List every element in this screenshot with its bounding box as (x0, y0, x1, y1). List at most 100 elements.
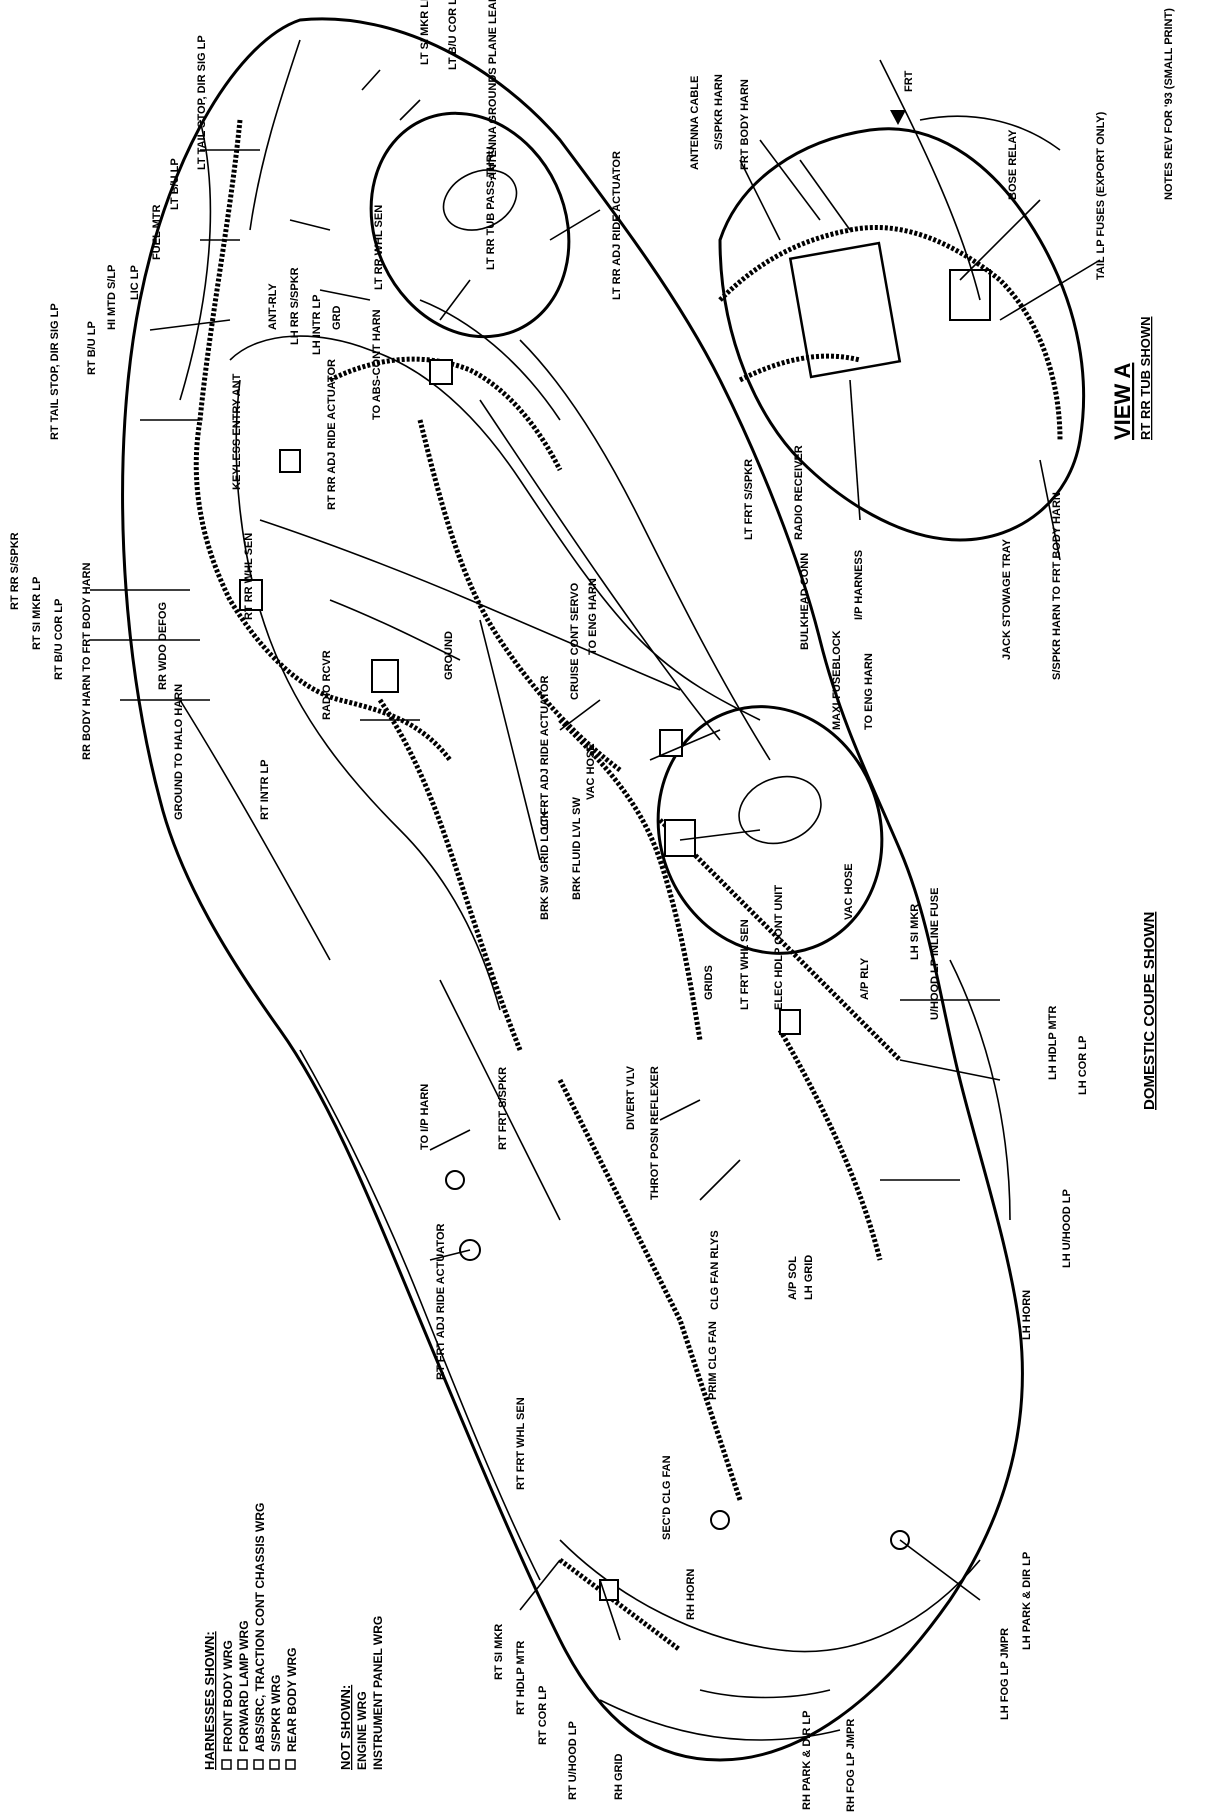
legend-shown-item: ABS/SRC, TRACTION CONT CHASSIS WRG (253, 1503, 267, 1752)
label-sspkr-harn: S/SPKR HARN (713, 74, 725, 150)
label-rt-bu-cor-lp: RT B/U COR LP (53, 599, 65, 680)
label-lh-grid: LH GRID (803, 1255, 815, 1300)
label-cruise-cont: CRUISE CONT SERVO (569, 582, 581, 700)
label-lt-si-mkr-lp: LT SI MKR LP (419, 0, 431, 65)
label-antenna-cable: ANTENNA CABLE (689, 76, 701, 170)
car-body-outline (121, 17, 1024, 1762)
connectors (239, 359, 910, 1601)
label-rt-rr-whl-sen: RT RR WHL SEN (243, 533, 255, 620)
label-divert-vlv: DIVERT VLV (625, 1065, 637, 1130)
label-lt-bu-cor-lp: LT B/U COR LP (447, 0, 459, 70)
label-brk-sw: BRK SW GRID LOCK (539, 811, 551, 920)
checkbox-icon (285, 1759, 296, 1770)
label-lh-intr-lp: LH INTR LP (311, 295, 323, 356)
label-to-ip-harn: TO I/P HARN (419, 1084, 431, 1150)
callout-labels: LT SI MKR LP LT B/U COR LP ANTENNA GROUN… (9, 0, 1107, 1812)
label-lt-frt-sspkr: LT FRT S/SPKR (743, 459, 755, 540)
label-fuel-mtr: FUEL MTR (151, 205, 163, 260)
harness-legend: HARNESSES SHOWN: FRONT BODY WRG FORWARD … (202, 1503, 385, 1770)
label-rr-body-harn: RR BODY HARN TO FRT BODY HARN (81, 563, 93, 760)
frt-label: FRT (903, 70, 915, 92)
label-bulkhead: BULKHEAD CONN (799, 553, 811, 650)
label-lic-lp: LIC LP (129, 265, 141, 300)
label-rt-rr-adj: RT RR ADJ RIDE ACTUATOR (326, 359, 338, 510)
legend-item: FRONT BODY WRG (221, 1640, 235, 1770)
label-ip-harness: I/P HARNESS (853, 550, 865, 620)
label-ground-halo: GROUND TO HALO HARN (173, 684, 185, 820)
label-ap-rly: A/P RLY (859, 957, 871, 1000)
label-lh-uhood-lp: LH U/HOOD LP (1061, 1189, 1073, 1268)
label-rt-hdlp-mtr: RT HDLP MTR (515, 1641, 527, 1715)
label-lh-fog: LH FOG LP JMPR (999, 1628, 1011, 1720)
checkbox-icon (269, 1759, 280, 1770)
diagram-caption: DOMESTIC COUPE SHOWN (1141, 912, 1158, 1110)
label-grd: GRD (331, 306, 343, 331)
label-rt-intr-lp: RT INTR LP (259, 760, 271, 821)
label-lh-park: LH PARK & DIR LP (1021, 1552, 1033, 1650)
label-tail-lp-fuses: TAIL LP FUSES (EXPORT ONLY) (1095, 111, 1107, 280)
label-vac-hose-2: VAC HOSE (843, 863, 855, 920)
label-clg-fan-rlys: CLG FAN RLYS (709, 1230, 721, 1310)
label-uhood-inline: U/HOOD LP INLINE FUSE (929, 888, 941, 1020)
label-rr-wdo-defog: RR WDO DEFOG (157, 602, 169, 690)
label-lt-tail-stop: LT TAIL STOP, DIR SIG LP (196, 35, 208, 170)
label-radio-receiver: RADIO RECEIVER (793, 445, 805, 540)
legend-shown-item: FORWARD LAMP WRG (237, 1620, 251, 1752)
label-rt-bu-lp: RT B/U LP (86, 321, 98, 375)
rear-tub (369, 111, 571, 339)
label-secd-clg-fan: SEC'D CLG FAN (661, 1455, 673, 1540)
label-keyless: KEYLESS ENTRY ANT (231, 373, 243, 490)
label-lt-frt-whl-sen: LT FRT WHL SEN (739, 919, 751, 1010)
legend-not-shown-item: INSTRUMENT PANEL WRG (371, 1616, 385, 1770)
checkbox-icon (253, 1759, 264, 1770)
legend-item: REAR BODY WRG (285, 1648, 299, 1770)
label-to-eng-harn-2: TO ENG HARN (863, 653, 875, 730)
front-arrow-icon: FRT (890, 70, 915, 125)
legend-shown-title: HARNESSES SHOWN: (202, 1631, 217, 1770)
legend-item: S/SPKR WRG (269, 1675, 283, 1770)
label-sspkr-to-frt: S/SPKR HARN TO FRT BODY HARN (1051, 492, 1063, 680)
label-lh-cor-lp: LH COR LP (1077, 1036, 1089, 1095)
label-lt-frt-adj: LT FRT ADJ RIDE ACTUATOR (539, 676, 551, 830)
label-antenna-grounds: ANTENNA GROUNDS PLANE LEADS (487, 0, 499, 180)
view-a-heading: VIEW A (1110, 362, 1135, 440)
front-tire (656, 705, 884, 955)
label-rt-rr-sspkr: RT RR S/SPKR (9, 532, 21, 610)
label-lh-horn: LH HORN (1021, 1290, 1033, 1340)
label-lt-bu-lp: LT B/U LP (169, 158, 181, 210)
label-lh-rr-sspkr: LH RR S/SPKR (289, 267, 301, 345)
label-ground: GROUND (443, 631, 455, 680)
label-lh-si-mkr: LH SI MKR (909, 904, 921, 960)
label-grids: GRIDS (703, 965, 715, 1000)
label-vac-hose-1: VAC HOSE (585, 743, 597, 800)
legend-shown-item: S/SPKR WRG (269, 1675, 283, 1752)
legend-shown-item: REAR BODY WRG (285, 1648, 299, 1752)
view-a-subtitle: RT RR TUB SHOWN (1138, 317, 1153, 441)
label-lt-rr-adj: LT RR ADJ RIDE ACTUATOR (611, 151, 623, 300)
label-rt-frt-adj: RT FRT ADJ RIDE ACTUATOR (435, 1224, 447, 1380)
label-rt-frt-whl-sen: RT FRT WHL SEN (515, 1397, 527, 1490)
leader-lines (90, 69, 1101, 1641)
label-rt-cor-lp: RT COR LP (537, 1686, 549, 1745)
label-rt-si-mkr: RT SI MKR (493, 1624, 505, 1680)
harness-routing (193, 119, 902, 1652)
label-rh-park: RH PARK & DIR LP (801, 1711, 813, 1810)
label-bose-relay: BOSE RELAY (1007, 129, 1019, 200)
label-rh-fog: RH FOG LP JMPR (845, 1719, 857, 1812)
legend-not-shown-title: NOT SHOWN: (338, 1685, 353, 1770)
label-prim-clg-fan: PRIM CLG FAN (707, 1321, 719, 1400)
label-rt-tail-stop: RT TAIL STOP, DIR SIG LP (49, 303, 61, 440)
label-rt-frt-sspkr: RT FRT S/SPKR (497, 1067, 509, 1150)
legend-item: FORWARD LAMP WRG (237, 1620, 251, 1770)
legend-item: ABS/SRC, TRACTION CONT CHASSIS WRG (253, 1503, 267, 1770)
view-a-title: VIEW A RT RR TUB SHOWN (1110, 317, 1153, 441)
revision-note: NOTES REV FOR '93 (SMALL PRINT) (1163, 8, 1175, 200)
label-ant-rly: ANT-RLY (267, 283, 279, 330)
label-hi-mtd-slp: HI MTD S/LP (106, 265, 118, 330)
label-lh-hdlp-mtr: LH HDLP MTR (1047, 1006, 1059, 1080)
label-to-abs-cont: TO ABS-CONT HARN (371, 309, 383, 420)
label-rt-uhood-lp: RT U/HOOD LP (567, 1721, 579, 1800)
label-radio-rcvr: RADIO RCVR (321, 650, 333, 720)
label-maxi-fuseblock: MAXI-FUSEBLOCK (831, 630, 843, 730)
